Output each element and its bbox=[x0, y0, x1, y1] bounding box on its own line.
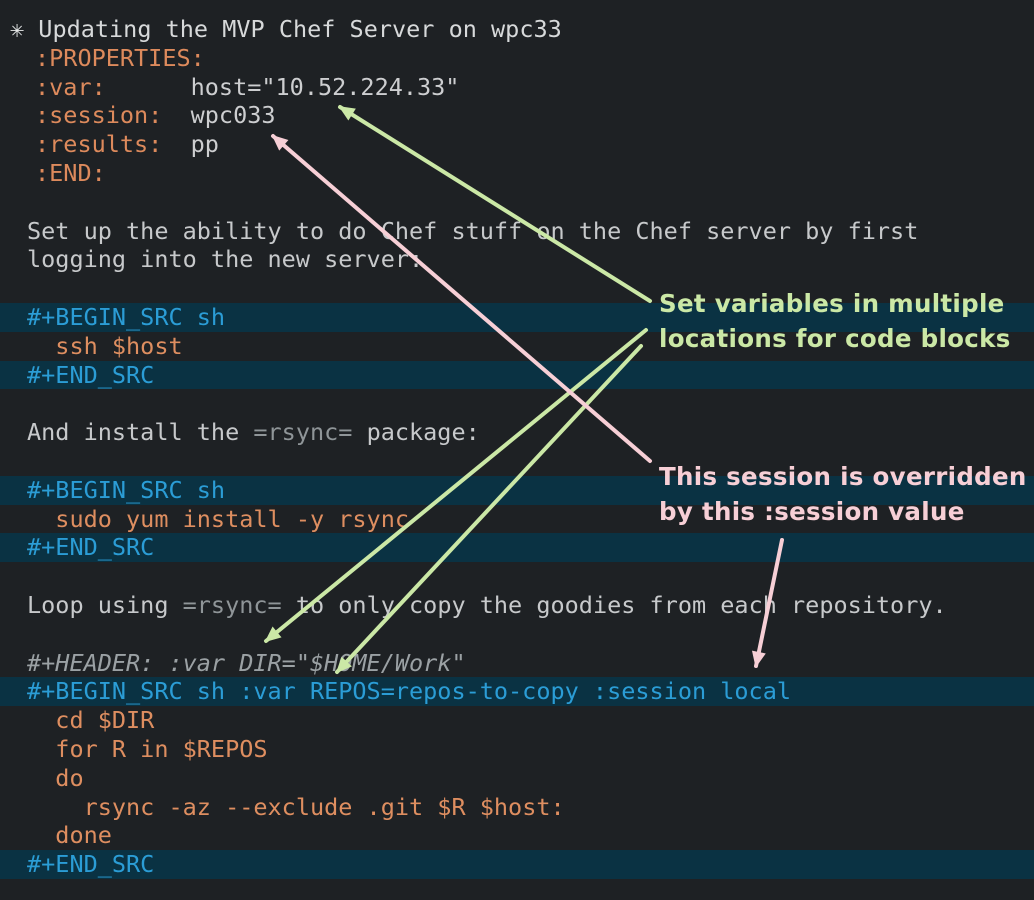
code-segment: ssh $host bbox=[55, 331, 183, 360]
annotation-note-variables: Set variables in multiple locations for c… bbox=[659, 286, 1011, 356]
prop-segment: :END: bbox=[35, 158, 106, 187]
paragraph-line: And install the =rsync= package: bbox=[0, 418, 1034, 447]
org-heading: ✳ Updating the MVP Chef Server on wpc33 bbox=[0, 15, 1034, 44]
paragraph-line: Loop using =rsync= to only copy the good… bbox=[0, 591, 1034, 620]
code-segment bbox=[27, 706, 55, 734]
src-code-line: ssh $host bbox=[0, 332, 1034, 361]
property-var: :var: host="10.52.224.33" bbox=[8, 73, 1034, 102]
code-segment bbox=[27, 821, 55, 849]
heading-text: Updating the MVP Chef Server on wpc33 bbox=[38, 15, 562, 43]
property-session: :session: wpc033 bbox=[8, 101, 1034, 130]
code-segment: do bbox=[55, 763, 84, 792]
kw-segment: #+BEGIN_SRC sh bbox=[27, 302, 226, 331]
annotation-text-line: This session is overridden bbox=[659, 462, 1027, 491]
annotation-text-line: Set variables in multiple bbox=[659, 289, 1005, 318]
src-code-line: rsync -az --exclude .git $R $host: bbox=[0, 793, 1034, 822]
src-code-line: for R in $REPOS bbox=[0, 735, 1034, 764]
src-block-end: #+END_SRC bbox=[0, 850, 1034, 879]
src-code-line: do bbox=[0, 764, 1034, 793]
blank-line bbox=[0, 620, 1034, 649]
prop-segment: :PROPERTIES: bbox=[35, 43, 205, 72]
code-segment: cd $DIR bbox=[55, 706, 155, 735]
code-segment bbox=[27, 505, 55, 533]
value-segment bbox=[162, 101, 190, 129]
value-segment bbox=[106, 73, 191, 101]
property-drawer-begin: :PROPERTIES: bbox=[8, 44, 1034, 73]
body-segment: package: bbox=[352, 418, 480, 447]
value-segment: host="10.52.224.33" bbox=[190, 72, 460, 101]
kw-segment: #+END_SRC bbox=[27, 850, 155, 879]
code-segment bbox=[27, 793, 84, 821]
src-block-end: #+END_SRC bbox=[0, 360, 1034, 390]
code-segment: rsync -az --exclude .git $R $host: bbox=[83, 792, 565, 821]
src-block-begin: #+BEGIN_SRC sh :var REPOS=repos-to-copy … bbox=[0, 677, 1034, 707]
code-segment: for R in $REPOS bbox=[55, 734, 268, 763]
blank-line bbox=[0, 188, 1034, 217]
body-segment: logging into the new server: bbox=[27, 245, 424, 274]
prop-segment: :session: bbox=[35, 101, 163, 130]
verbatim-segment: =rsync= bbox=[182, 590, 282, 619]
src-code-line: cd $DIR bbox=[0, 706, 1034, 735]
header-args-line: #+HEADER: :var DIR="$HOME/Work" bbox=[0, 649, 1034, 678]
kw-segment: #+BEGIN_SRC sh bbox=[27, 475, 226, 504]
paragraph-line: Set up the ability to do Chef stuff on t… bbox=[0, 217, 1034, 246]
annotation-text-line: by this :session value bbox=[659, 497, 965, 526]
org-bullet-star-icon: ✳ bbox=[10, 15, 39, 43]
kw-segment: #+END_SRC bbox=[27, 360, 155, 389]
code-segment: done bbox=[55, 821, 112, 850]
code-segment bbox=[27, 764, 55, 792]
property-results: :results: pp bbox=[8, 130, 1034, 159]
body-segment: to only copy the goodies from each repos… bbox=[281, 590, 947, 619]
src-block-end: #+END_SRC bbox=[0, 533, 1034, 563]
property-drawer-end: :END: bbox=[8, 159, 1034, 188]
value-segment: pp bbox=[190, 130, 219, 159]
kw-segment: #+END_SRC bbox=[27, 533, 155, 562]
paragraph-line: logging into the new server: bbox=[0, 245, 1034, 274]
code-segment bbox=[27, 332, 55, 360]
value-segment bbox=[162, 130, 190, 158]
kw-segment: #+BEGIN_SRC sh :var REPOS=repos-to-copy … bbox=[27, 677, 792, 706]
verbatim-segment: =rsync= bbox=[253, 418, 353, 447]
body-segment: And install the bbox=[27, 418, 254, 447]
meta-segment: #+HEADER: :var DIR="$HOME/Work" bbox=[27, 648, 466, 677]
annotation-text-line: locations for code blocks bbox=[659, 324, 1011, 353]
body-segment: Loop using bbox=[27, 590, 183, 619]
code-segment bbox=[27, 735, 55, 763]
blank-line bbox=[0, 562, 1034, 591]
body-segment: Set up the ability to do Chef stuff on t… bbox=[27, 216, 919, 245]
prop-segment: :results: bbox=[35, 130, 163, 159]
code-segment: sudo yum install -y rsync bbox=[55, 504, 410, 533]
blank-line bbox=[0, 389, 1034, 418]
annotation-note-session: This session is overridden by this :sessi… bbox=[659, 459, 1027, 529]
value-segment: wpc033 bbox=[190, 101, 276, 130]
src-code-line: done bbox=[0, 821, 1034, 850]
prop-segment: :var: bbox=[35, 72, 106, 101]
